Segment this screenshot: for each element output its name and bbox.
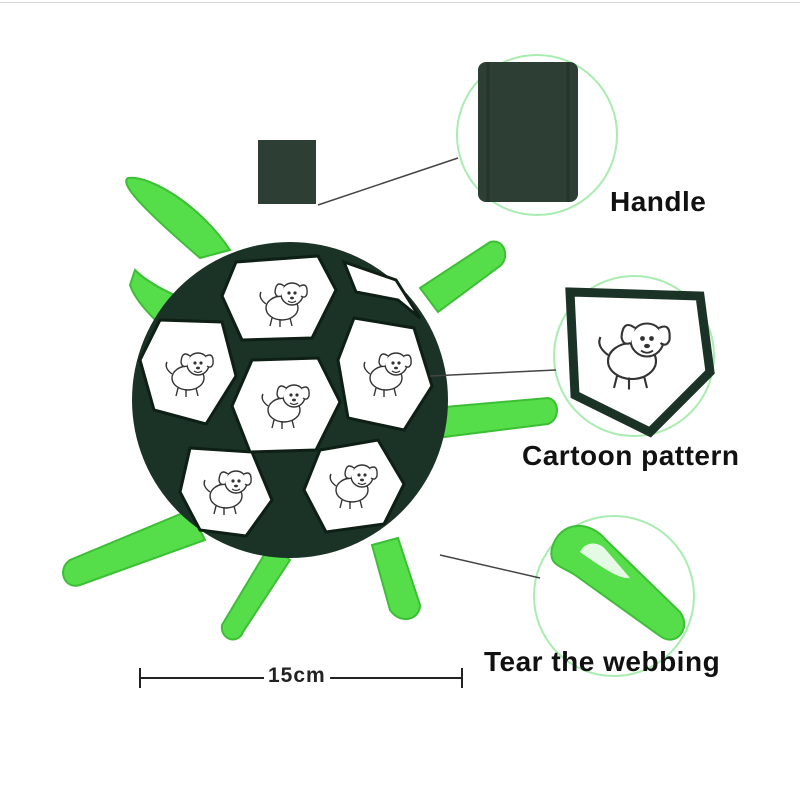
top-divider: [0, 2, 800, 3]
zoom-handle-detail: [456, 54, 618, 216]
cartoon-leader-line: [429, 369, 557, 377]
webbing-leader-line: [439, 554, 541, 579]
handle-strap: [258, 140, 316, 204]
handle-label: Handle: [610, 186, 707, 217]
zoom-cartoon-detail: [553, 275, 715, 438]
webbing-loops: [62, 176, 558, 641]
tear-webbing-label: Tear the webbing: [484, 646, 721, 677]
soccer-ball: [132, 242, 448, 558]
handle-leader-line: [317, 157, 459, 206]
zoom-webbing-detail: [533, 515, 695, 677]
dimension-label: 15cm: [264, 664, 330, 688]
cartoon-pattern-label: Cartoon pattern: [522, 440, 740, 471]
